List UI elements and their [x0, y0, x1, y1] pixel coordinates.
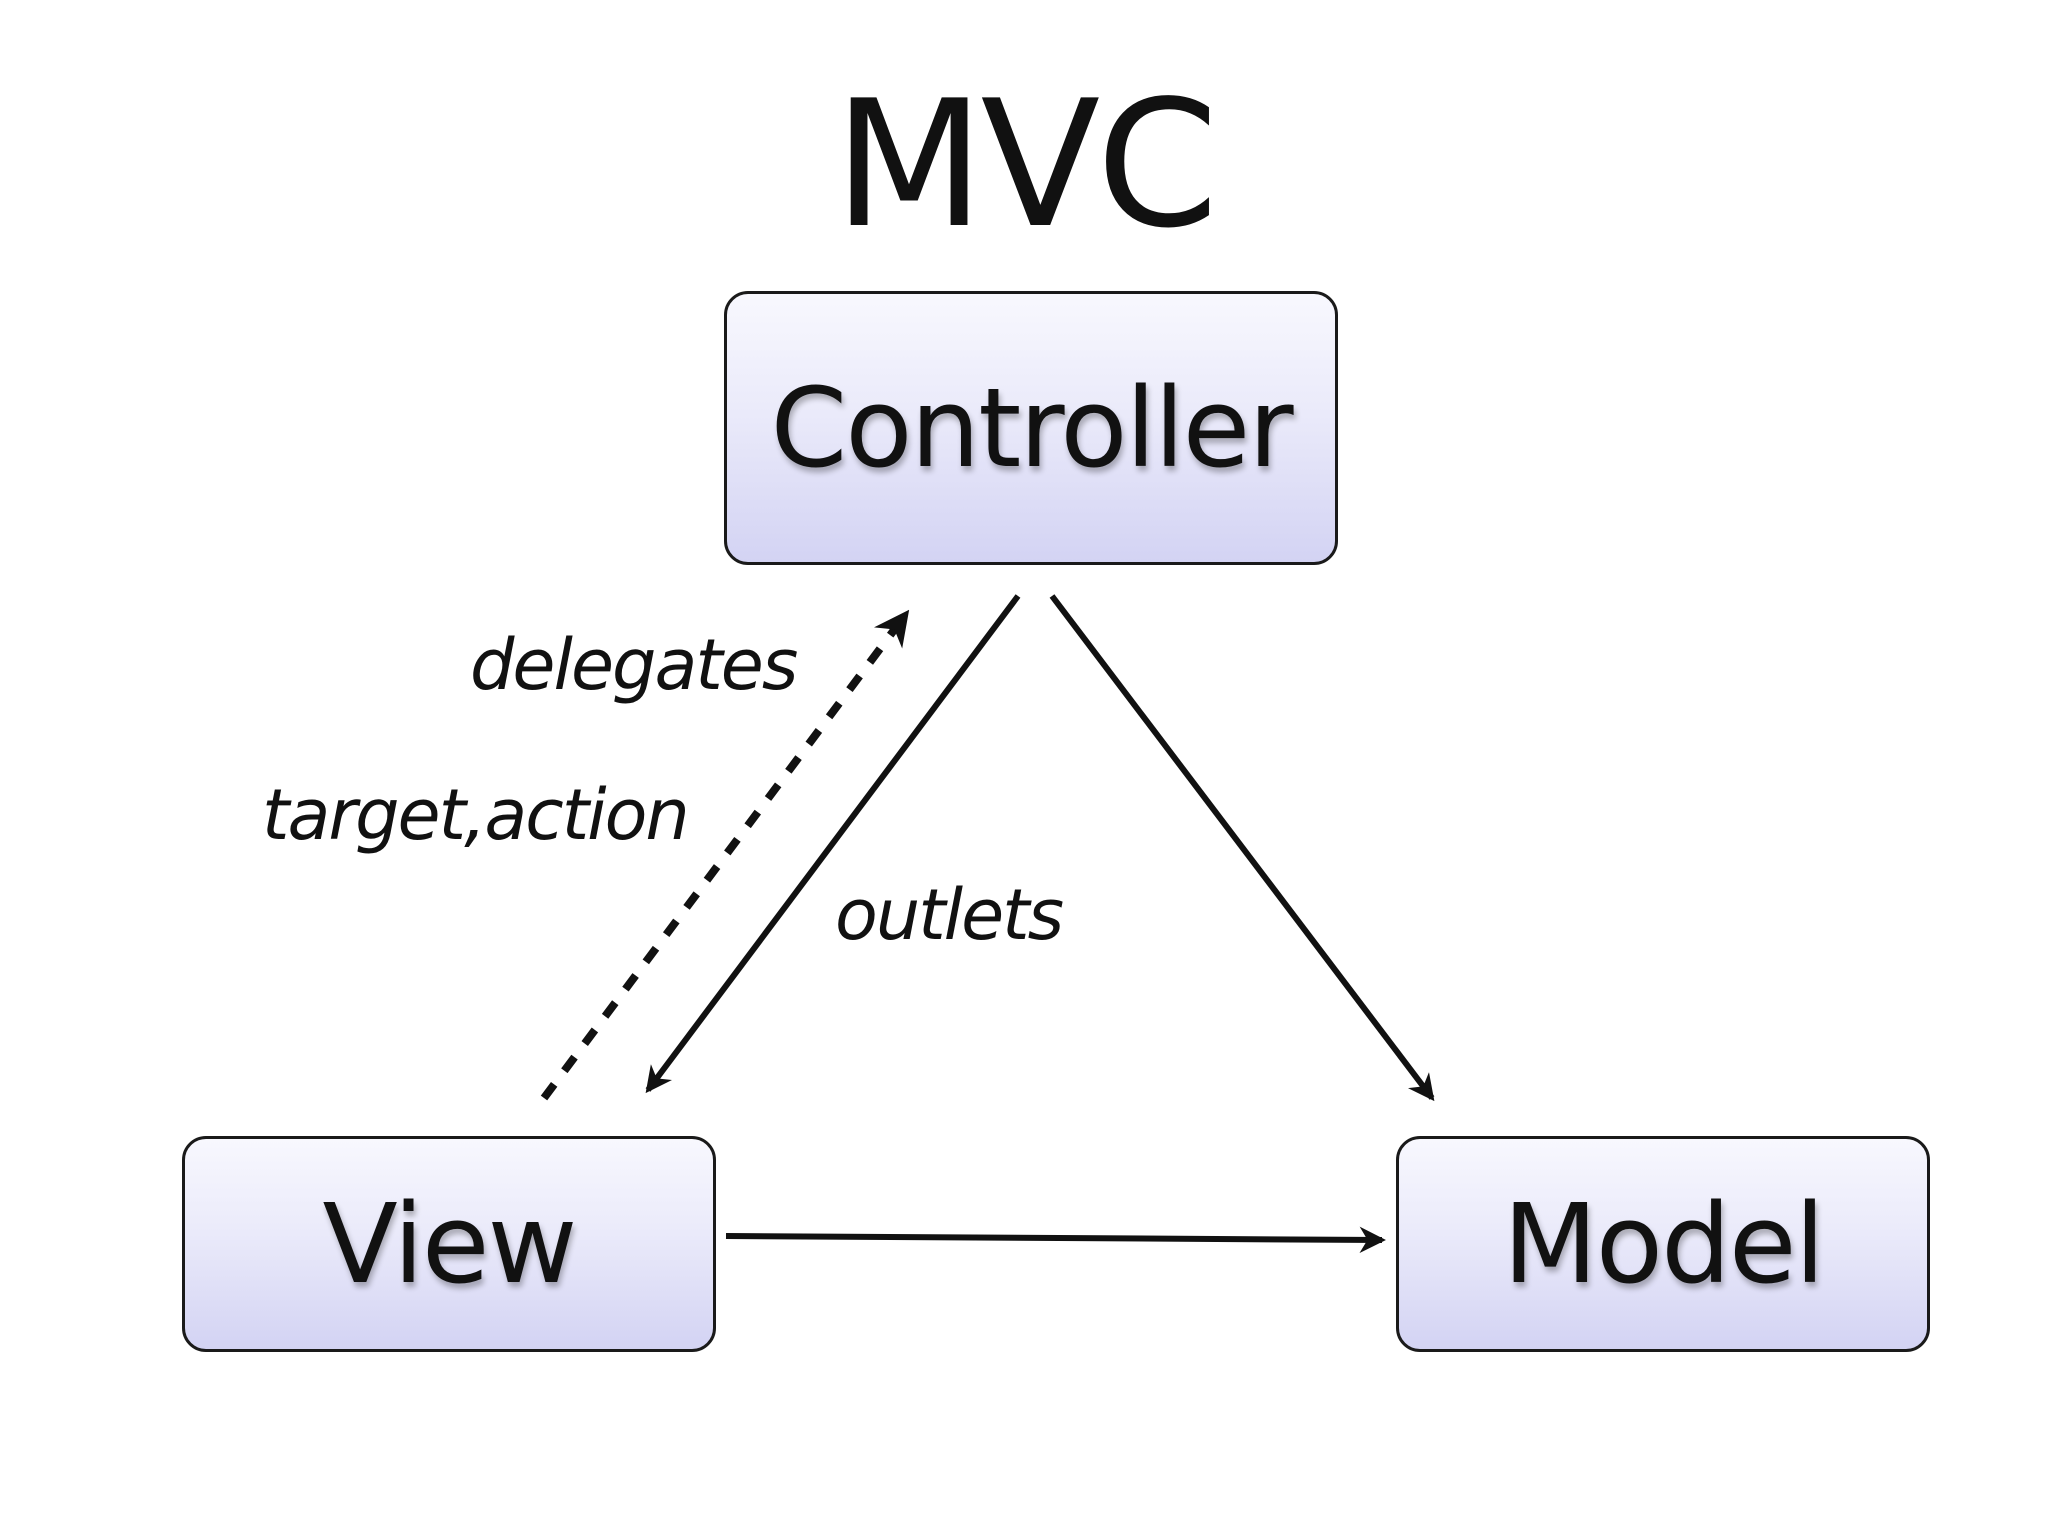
arrow-controller-to-view [645, 594, 1021, 1094]
controller-box: Controller [724, 291, 1338, 565]
arrow-controller-to-model [1049, 594, 1435, 1102]
arrow-view-to-model [725, 1226, 1386, 1254]
diagram-title: MVC [833, 64, 1219, 267]
view-label: View [322, 1180, 577, 1308]
model-label: Model [1502, 1180, 1825, 1308]
controller-label: Controller [770, 364, 1293, 492]
delegates-label: delegates [470, 624, 798, 706]
outlets-label: outlets [835, 874, 1064, 956]
model-box: Model [1396, 1136, 1930, 1352]
view-box: View [182, 1136, 716, 1352]
target-action-label: target,action [262, 774, 690, 856]
